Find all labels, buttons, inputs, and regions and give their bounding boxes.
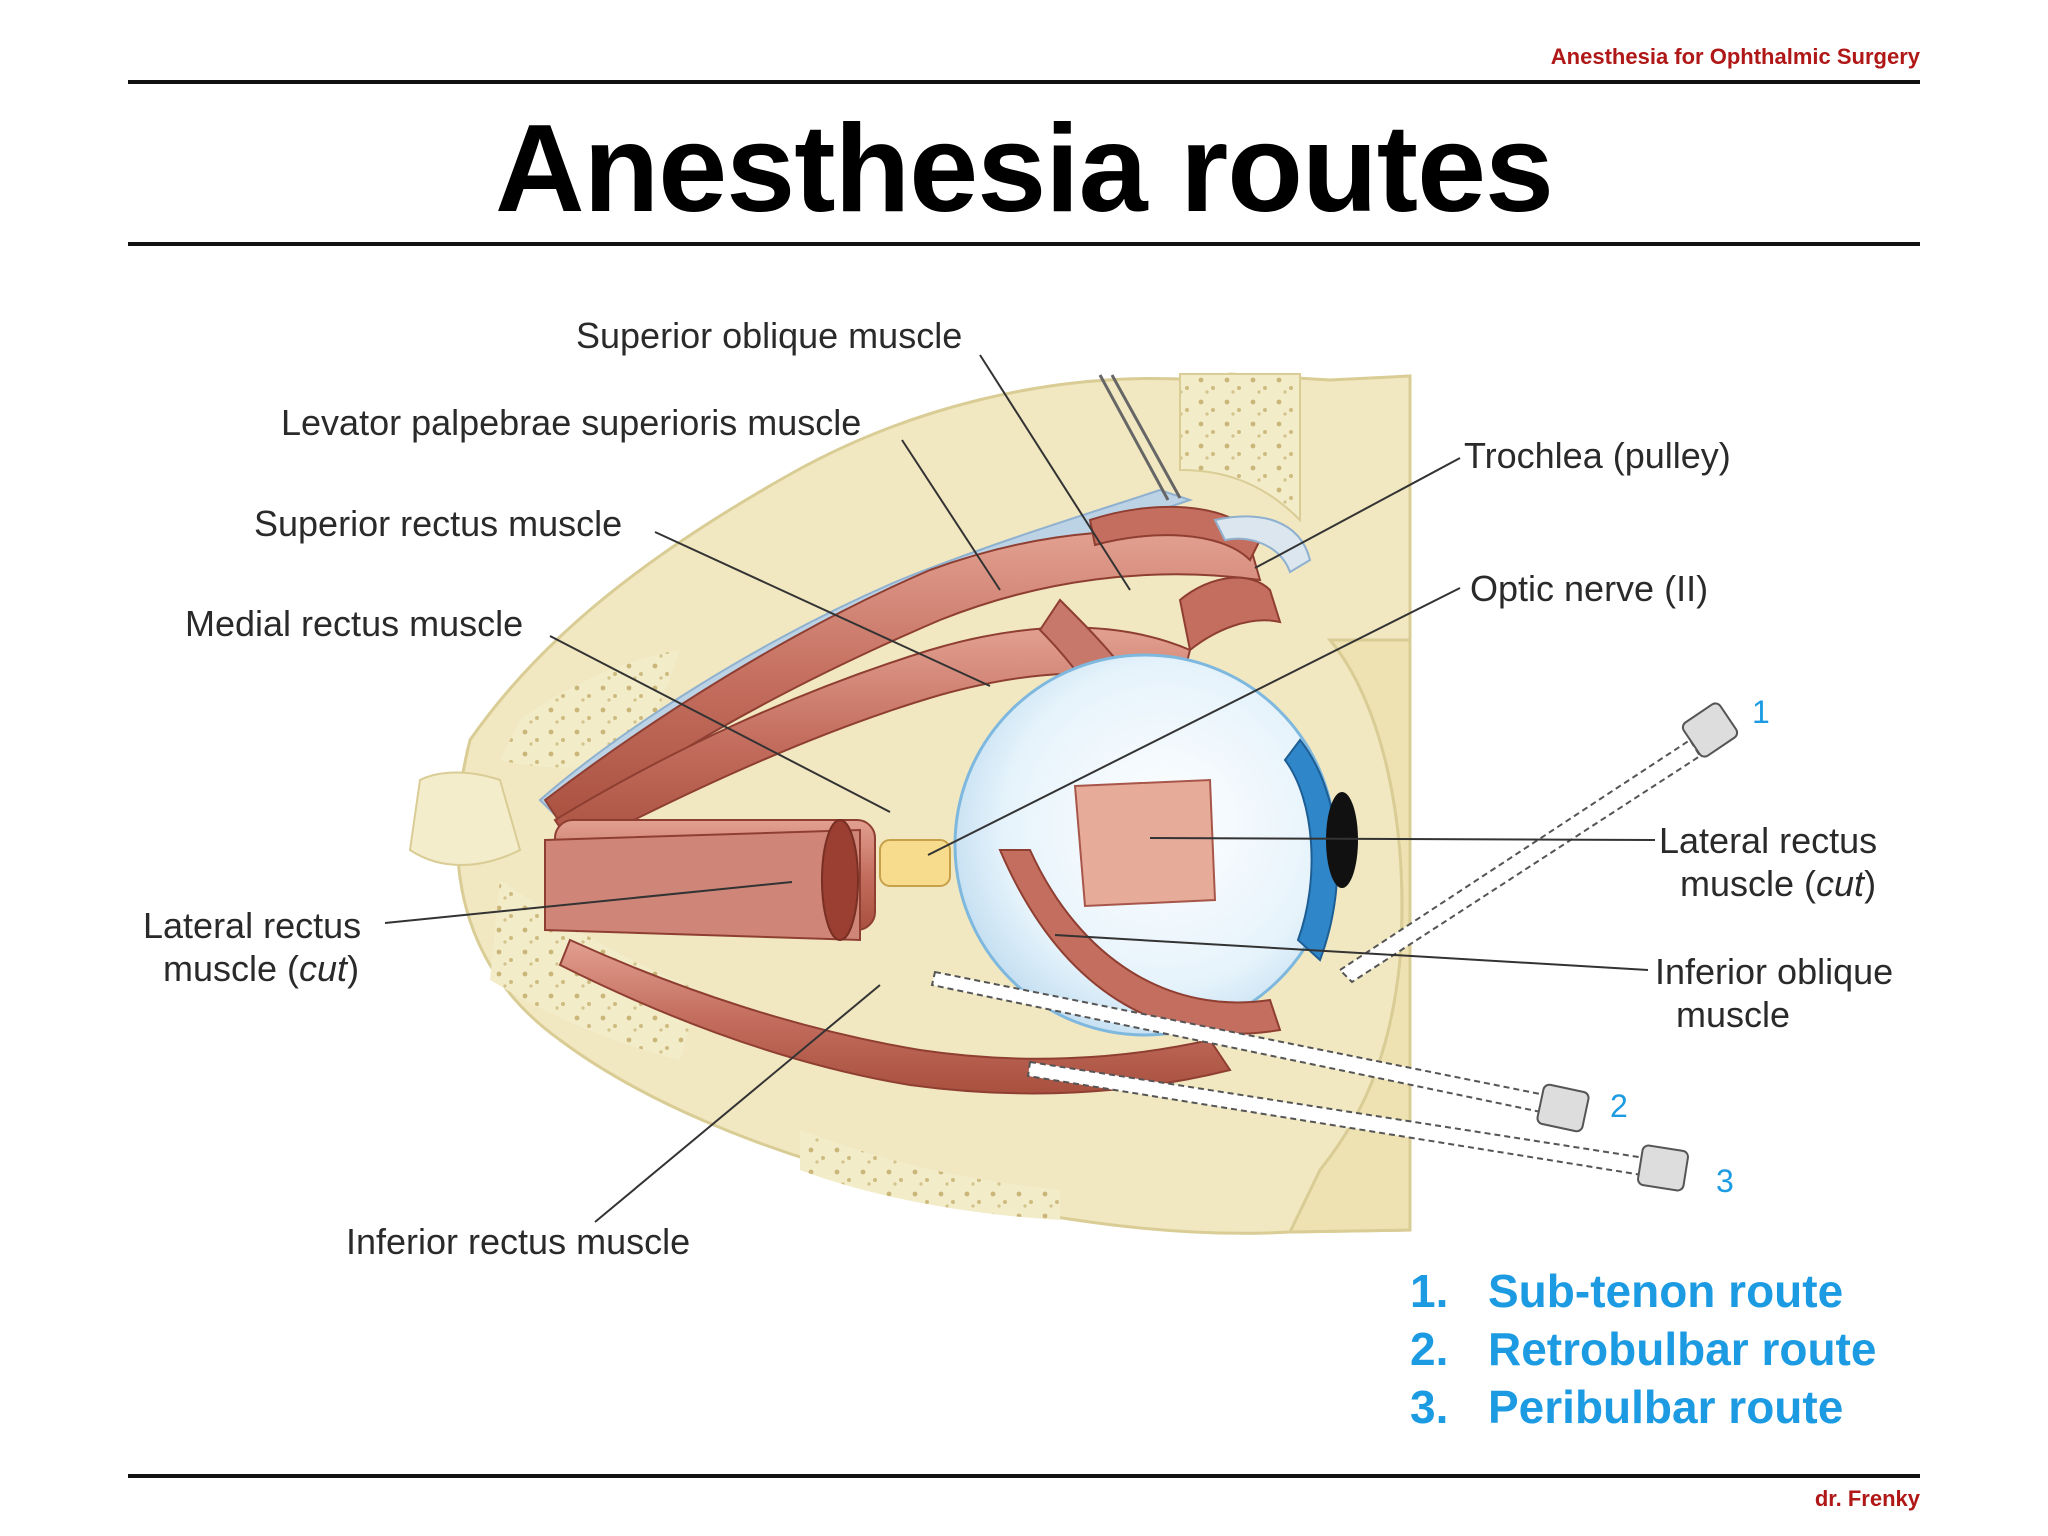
label-lateral-rectus-left-line2: muscle (cut) bbox=[163, 948, 359, 989]
route-number: 3. bbox=[1410, 1381, 1449, 1433]
label-trochlea: Trochlea (pulley) bbox=[1464, 435, 1731, 476]
needle-number-3: 3 bbox=[1716, 1163, 1734, 1199]
needle-1 bbox=[1338, 702, 1739, 984]
route-item: 1. Sub-tenon route bbox=[1410, 1262, 1876, 1320]
route-number: 1. bbox=[1410, 1265, 1449, 1317]
retractor-instrument bbox=[1098, 374, 1170, 501]
needle-2 bbox=[930, 970, 1590, 1133]
label-inferior-rectus: Inferior rectus muscle bbox=[346, 1221, 690, 1262]
label-medial-rectus: Medial rectus muscle bbox=[185, 603, 523, 644]
needle-number-2: 2 bbox=[1610, 1088, 1628, 1124]
route-label: Retrobulbar route bbox=[1488, 1323, 1877, 1375]
route-number: 2. bbox=[1410, 1323, 1449, 1375]
label-inferior-oblique-line1: Inferior oblique bbox=[1655, 951, 1893, 992]
label-lateral-rectus-left-line1: Lateral rectus bbox=[143, 905, 361, 946]
label-lateral-rectus-right-line1: Lateral rectus bbox=[1659, 820, 1877, 861]
course-title: Anesthesia for Ophthalmic Surgery bbox=[1550, 44, 1920, 69]
slide-title: Anesthesia routes bbox=[494, 100, 1554, 238]
label-superior-oblique: Superior oblique muscle bbox=[576, 315, 962, 356]
route-item: 2. Retrobulbar route bbox=[1410, 1320, 1876, 1378]
needles bbox=[930, 702, 1739, 1192]
top-rule bbox=[128, 80, 1920, 84]
label-optic-nerve: Optic nerve (II) bbox=[1470, 568, 1708, 609]
trochlea bbox=[1213, 515, 1312, 574]
footer-rule bbox=[128, 1474, 1920, 1478]
author: dr. Frenky bbox=[1814, 1486, 1920, 1511]
needle-3 bbox=[1026, 1060, 1689, 1192]
label-inferior-oblique-line2: muscle bbox=[1676, 994, 1790, 1035]
routes-list: 1. Sub-tenon route 2. Retrobulbar route 3.… bbox=[1410, 1262, 1876, 1436]
label-lateral-rectus-right-line2: muscle (cut) bbox=[1680, 863, 1876, 904]
title-rule bbox=[128, 242, 1920, 246]
route-label: Peribulbar route bbox=[1488, 1381, 1844, 1433]
eyeball bbox=[953, 653, 1358, 1037]
route-item: 3. Peribulbar route bbox=[1410, 1378, 1876, 1436]
optic-nerve bbox=[879, 839, 951, 887]
label-levator: Levator palpebrae superioris muscle bbox=[281, 402, 861, 443]
needle-number-1: 1 bbox=[1752, 694, 1770, 730]
leader-lines bbox=[384, 354, 1656, 1223]
extraocular-muscles bbox=[543, 530, 1282, 1095]
route-label: Sub-tenon route bbox=[1488, 1265, 1844, 1317]
label-superior-rectus: Superior rectus muscle bbox=[254, 503, 622, 544]
